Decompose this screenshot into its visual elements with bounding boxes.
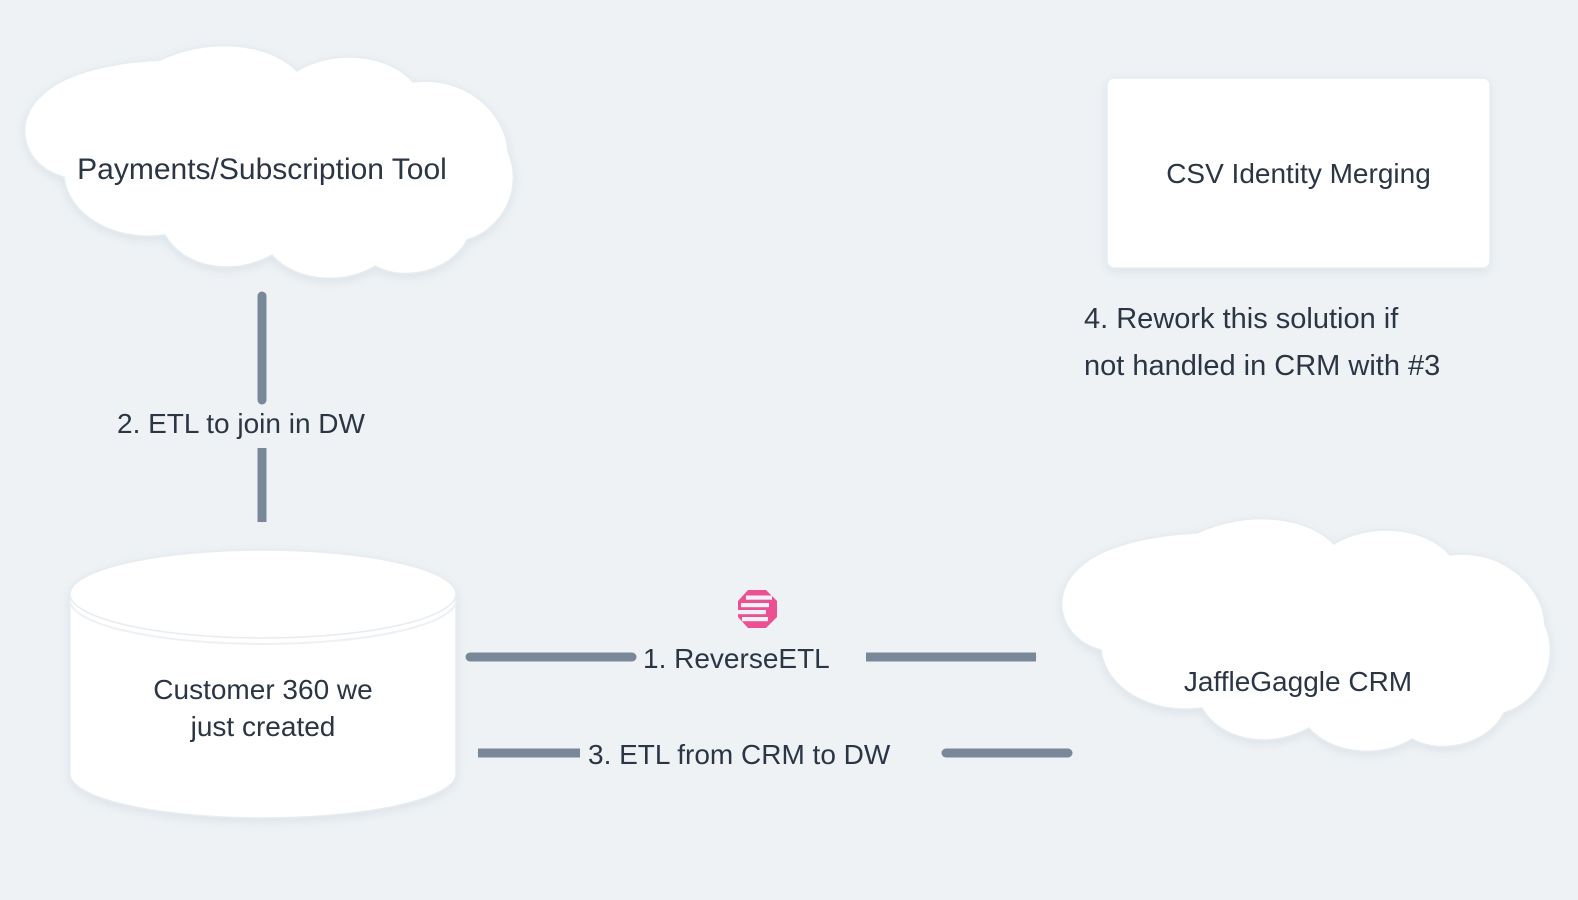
node-jafflegaggle-crm[interactable]	[1061, 517, 1552, 753]
node-customer-360-cylinder[interactable]	[69, 549, 457, 819]
node-payments-subscription-tool[interactable]	[24, 44, 515, 280]
node-csv-identity-merging[interactable]	[1106, 77, 1491, 269]
dbt-logo-icon	[738, 590, 777, 628]
